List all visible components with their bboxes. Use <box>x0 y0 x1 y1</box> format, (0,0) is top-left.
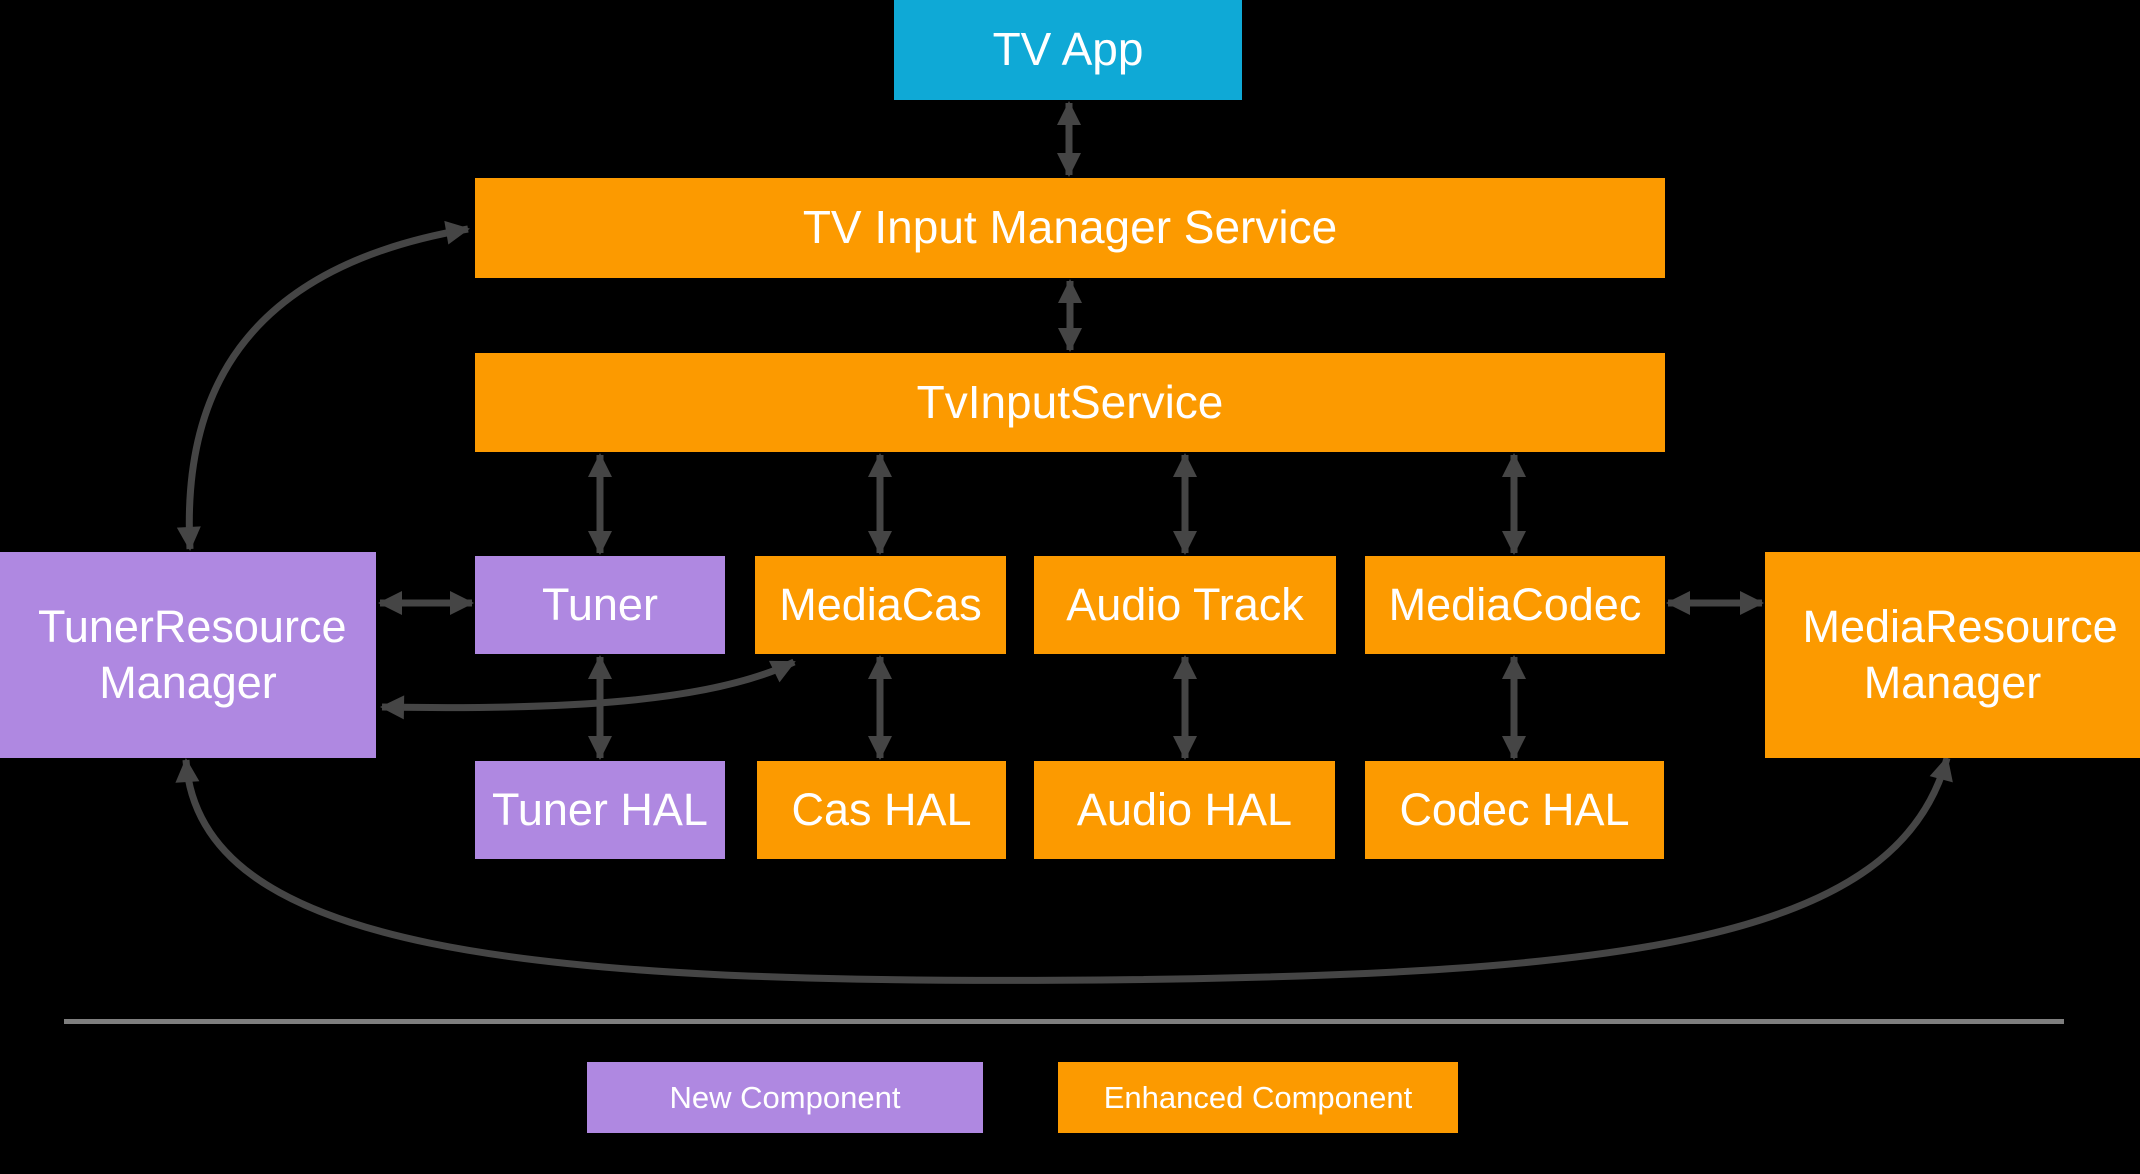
node-audio-track: Audio Track <box>1034 556 1336 654</box>
legend-divider-line <box>64 1019 2064 1024</box>
node-tv-app-label: TV App <box>992 23 1144 76</box>
node-tuner-hal: Tuner HAL <box>475 761 725 859</box>
legend-new-component-label: New Component <box>669 1079 901 1115</box>
node-codec-hal-label: Codec HAL <box>1399 783 1630 835</box>
legend-enhanced-component-label: Enhanced Component <box>1103 1079 1413 1115</box>
node-media-codec: MediaCodec <box>1365 556 1665 654</box>
node-media-cas-label: MediaCas <box>779 578 982 630</box>
node-codec-hal: Codec HAL <box>1365 761 1664 859</box>
node-cas-hal: Cas HAL <box>757 761 1006 859</box>
node-tv-input-manager-service: TV Input Manager Service <box>475 178 1665 278</box>
node-media-resource-manager-label: MediaResource Manager <box>1802 600 2118 708</box>
node-tuner: Tuner <box>475 556 725 654</box>
node-tv-input-service-label: TvInputService <box>916 375 1224 428</box>
node-tv-input-manager-service-label: TV Input Manager Service <box>802 201 1338 254</box>
node-tv-input-service: TvInputService <box>475 353 1665 452</box>
node-tuner-label: Tuner <box>542 578 658 630</box>
node-tv-app: TV App <box>894 0 1242 100</box>
arrow-curve-tunerresourcemanager-mediacas <box>380 658 796 720</box>
legend-enhanced-component: Enhanced Component <box>1058 1062 1458 1133</box>
legend-new-component: New Component <box>587 1062 983 1133</box>
node-tuner-resource-manager-label: TunerResource Manager <box>38 600 347 708</box>
node-tuner-resource-manager: TunerResource Manager <box>0 552 376 758</box>
arrow-curve-tunerresourcemanager-tims <box>176 220 470 551</box>
node-audio-track-label: Audio Track <box>1066 578 1304 630</box>
node-tuner-hal-label: Tuner HAL <box>492 783 708 835</box>
node-audio-hal: Audio HAL <box>1034 761 1335 859</box>
node-audio-hal-label: Audio HAL <box>1076 783 1293 835</box>
node-media-cas: MediaCas <box>755 556 1006 654</box>
node-media-resource-manager: MediaResource Manager <box>1765 552 2140 758</box>
node-media-codec-label: MediaCodec <box>1388 578 1642 630</box>
node-cas-hal-label: Cas HAL <box>791 783 972 835</box>
